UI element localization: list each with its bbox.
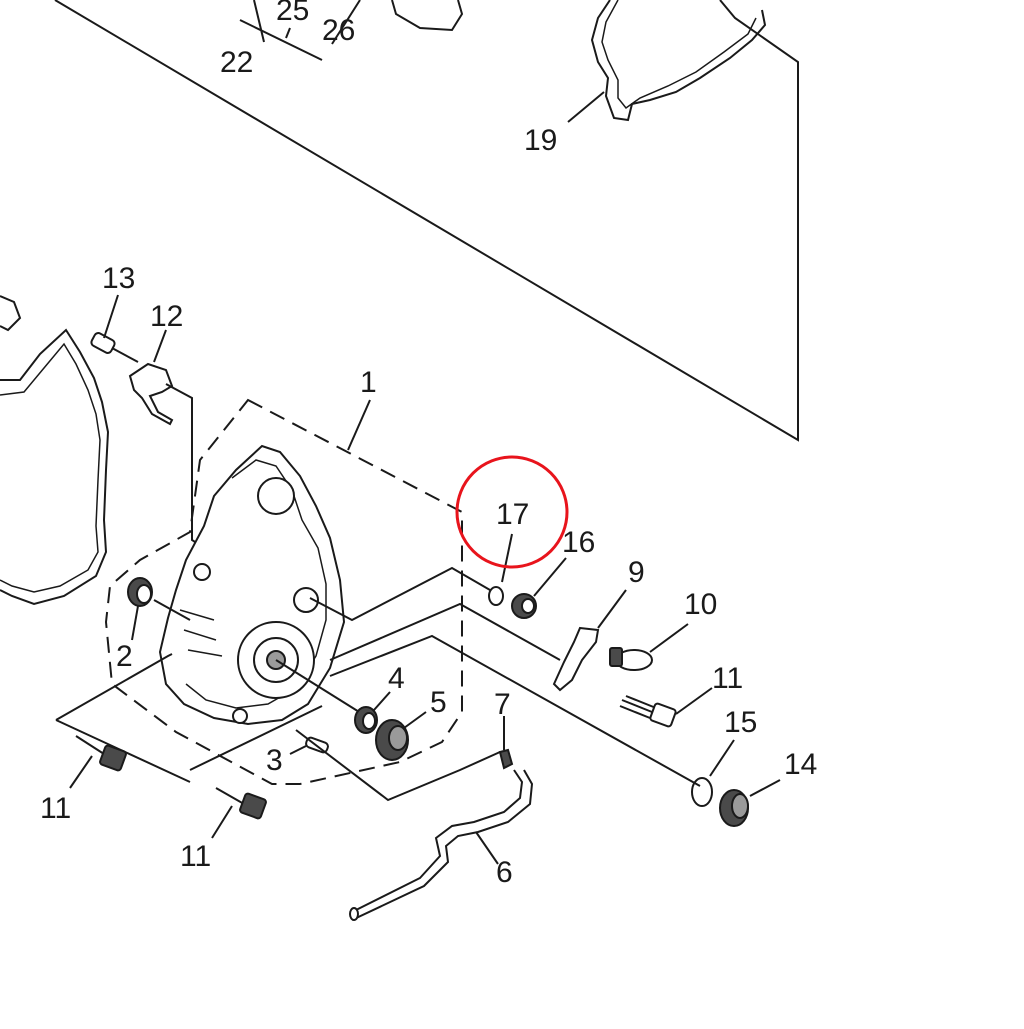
bolt-11c-head bbox=[649, 702, 677, 728]
callout-26: 26 bbox=[322, 14, 355, 47]
leader-11b bbox=[211, 805, 233, 839]
callout-3: 3 bbox=[266, 744, 283, 777]
bolt-13-shaft bbox=[111, 347, 139, 363]
plug-14-face bbox=[731, 793, 749, 819]
bolt-11a-shaft bbox=[75, 735, 105, 755]
oring-17 bbox=[488, 586, 504, 606]
bracket-9 bbox=[552, 626, 600, 692]
leader-14 bbox=[749, 779, 781, 797]
callout-2: 2 bbox=[116, 640, 133, 673]
callout-5: 5 bbox=[430, 686, 447, 719]
leader-2 bbox=[131, 605, 139, 641]
link-line-14 bbox=[329, 634, 701, 787]
bracket-11b bbox=[189, 705, 323, 771]
cover-1-rib bbox=[185, 459, 327, 709]
callout-16: 16 bbox=[562, 526, 595, 559]
callout-14: 14 bbox=[784, 748, 817, 781]
gasket-19-inner bbox=[601, 0, 757, 110]
clamp-12 bbox=[128, 362, 174, 426]
callout-6: 6 bbox=[496, 856, 513, 889]
plug-16-face bbox=[521, 598, 535, 614]
callout-25: 25 bbox=[276, 0, 309, 27]
bolt-11a-head bbox=[99, 744, 127, 772]
leader-17 bbox=[501, 533, 513, 583]
clip-7 bbox=[498, 748, 514, 770]
leader-25 bbox=[285, 27, 291, 39]
collar-4-face bbox=[362, 712, 376, 730]
shaft-line bbox=[275, 659, 373, 721]
callout-11a: 11 bbox=[40, 792, 71, 825]
group-frame-1 bbox=[104, 398, 463, 785]
link-line-16 bbox=[329, 602, 561, 661]
leader-15 bbox=[709, 739, 735, 777]
bracket-22-25-26 bbox=[239, 19, 323, 61]
leader-1 bbox=[347, 399, 371, 451]
bracket-3-7 bbox=[295, 729, 501, 802]
leader-5 bbox=[403, 711, 427, 729]
leader-4 bbox=[373, 691, 391, 711]
bolt-11b-shaft bbox=[215, 787, 245, 805]
gasket-left-inner bbox=[0, 342, 101, 593]
leader-10 bbox=[649, 623, 689, 653]
callout-4: 4 bbox=[388, 662, 405, 695]
bracket-11a bbox=[55, 653, 173, 721]
highlight-circle-17 bbox=[455, 455, 569, 569]
leader-26 bbox=[331, 0, 361, 45]
gasket-19 bbox=[590, 0, 767, 122]
seal-2-face bbox=[136, 584, 152, 604]
hose-6-end bbox=[349, 907, 359, 921]
callout-9: 9 bbox=[628, 556, 645, 589]
callout-7: 7 bbox=[494, 688, 511, 721]
oring-15 bbox=[691, 777, 713, 807]
leader-11c bbox=[675, 687, 713, 715]
hose-6-outer bbox=[351, 769, 534, 921]
cover-1-fin bbox=[179, 609, 223, 657]
group-frame-upper bbox=[54, 0, 799, 442]
leader-16 bbox=[533, 557, 567, 597]
leader-13 bbox=[103, 294, 119, 339]
leader-19 bbox=[567, 91, 605, 123]
leader-12 bbox=[153, 329, 167, 363]
callout-11c: 11 bbox=[712, 662, 743, 695]
leader-6 bbox=[475, 831, 499, 865]
callout-11b: 11 bbox=[180, 840, 211, 873]
grommet-5-face bbox=[388, 725, 408, 751]
cover-1-boss-right bbox=[293, 587, 319, 613]
leader-3 bbox=[289, 745, 307, 755]
callout-17: 17 bbox=[496, 498, 529, 531]
leader-9 bbox=[597, 589, 627, 629]
bolt-11c-shaft bbox=[619, 695, 657, 719]
hose-6 bbox=[351, 769, 524, 913]
callout-10: 10 bbox=[684, 588, 717, 621]
cover-1-boss-top bbox=[257, 477, 295, 515]
callout-22: 22 bbox=[220, 46, 253, 79]
cover-1-boss-low bbox=[232, 708, 248, 724]
callout-1: 1 bbox=[360, 366, 377, 399]
seal-2-axis bbox=[153, 599, 191, 621]
callout-12: 12 bbox=[150, 300, 183, 333]
link-line-17 bbox=[309, 566, 491, 622]
clamp-10-screw bbox=[609, 647, 623, 667]
bolt-13 bbox=[90, 332, 116, 354]
callout-13: 13 bbox=[102, 262, 135, 295]
part-left-edge bbox=[0, 295, 22, 332]
leader-11a bbox=[69, 755, 93, 789]
gasket-left bbox=[0, 328, 110, 606]
cover-1-boss-left bbox=[193, 563, 211, 581]
leader-22 bbox=[253, 0, 265, 43]
part-26-fitting bbox=[391, 0, 464, 32]
callout-15: 15 bbox=[724, 706, 757, 739]
callout-19: 19 bbox=[524, 124, 557, 157]
bolt-11b-head bbox=[239, 792, 267, 820]
